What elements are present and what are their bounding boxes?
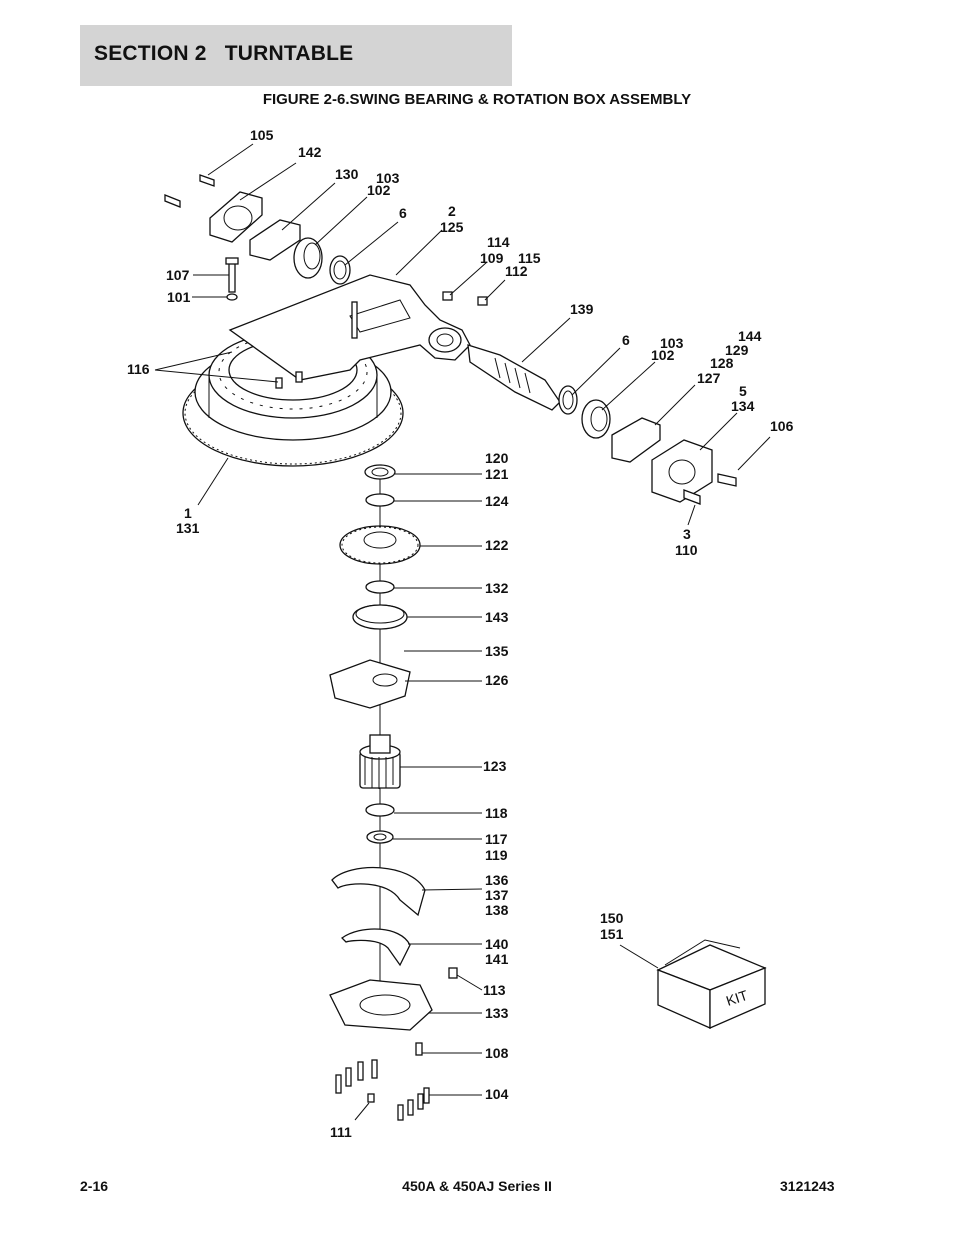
- callout-111: 111: [330, 1124, 352, 1140]
- callout-116: 116: [127, 361, 150, 377]
- callout-102: 102: [367, 182, 391, 198]
- plug-111: [367, 1093, 375, 1103]
- worm-shaft-139: [467, 344, 561, 411]
- shims-136: [331, 866, 426, 917]
- washer-118: [365, 803, 395, 817]
- plate-126: [329, 659, 411, 709]
- kit-label: KIT: [724, 987, 750, 1009]
- callout-103-right: 103: [660, 335, 684, 351]
- callout-150-151: 150 151: [600, 910, 627, 942]
- gasket-130: [249, 219, 301, 261]
- callout-109: 109: [480, 250, 504, 266]
- callout-106: 106: [770, 418, 794, 434]
- seal-6-top: [329, 255, 351, 285]
- bolts-lower: [335, 1059, 378, 1094]
- callout-labels: 105 142 130 103 102 6 2 125 114 109 115 …: [127, 127, 794, 1140]
- callout-139: 139: [570, 301, 594, 317]
- callout-104: 104: [485, 1086, 509, 1102]
- callout-105: 105: [250, 127, 274, 143]
- leader-lines: [154, 143, 771, 1121]
- callout-6-right: 6: [622, 332, 630, 348]
- footer-doc-number: 3121243: [780, 1178, 835, 1194]
- callout-118: 118: [485, 805, 508, 821]
- housing-133: [329, 979, 433, 1031]
- callout-101: 101: [167, 289, 191, 305]
- callout-136-137-138: 136 137 138: [485, 872, 512, 918]
- callout-117-119: 117 119: [485, 831, 511, 863]
- callout-133: 133: [485, 1005, 509, 1021]
- bearing-117: [366, 830, 394, 844]
- callout-123: 123: [483, 758, 507, 774]
- callout-135: 135: [485, 643, 509, 659]
- callout-115: 115: [518, 250, 541, 266]
- washer-124: [365, 493, 395, 507]
- callout-142: 142: [298, 144, 322, 160]
- ring-132: [365, 580, 395, 594]
- callout-2-125: 2 125: [440, 203, 464, 235]
- callout-113: 113: [483, 982, 506, 998]
- bolts-106: [683, 473, 737, 505]
- fittings-114-115: [442, 291, 488, 306]
- callout-108: 108: [485, 1045, 509, 1061]
- callout-126: 126: [485, 672, 509, 688]
- top-bolts-105: [164, 174, 215, 208]
- ring-143: [352, 604, 408, 630]
- section-header-band: SECTION 2 TURNTABLE: [80, 25, 512, 86]
- footer-model: 450A & 450AJ Series II: [402, 1178, 552, 1194]
- gasket-127: [611, 417, 661, 463]
- callout-5-134: 5 134: [731, 383, 755, 414]
- callout-114: 114: [487, 234, 510, 250]
- bolts-104: [397, 1087, 430, 1121]
- callout-129: 129: [725, 342, 749, 358]
- figure-title: FIGURE 2-6.SWING BEARING & ROTATION BOX …: [262, 91, 692, 108]
- bolt-107: [225, 257, 239, 301]
- bolt-116-pair: [275, 301, 358, 389]
- callout-144: 144: [738, 328, 762, 344]
- gear-122: [339, 525, 421, 565]
- bearing-102-103: [293, 237, 323, 279]
- callout-120-121: 120 121: [485, 450, 512, 482]
- bolts-113-108: [415, 967, 458, 1056]
- callout-103: 103: [376, 170, 400, 186]
- callout-128: 128: [710, 355, 734, 371]
- kit-box: KIT: [656, 939, 767, 1029]
- section-title: SECTION 2 TURNTABLE: [94, 42, 354, 65]
- callout-132: 132: [485, 580, 509, 596]
- callout-130: 130: [335, 166, 359, 182]
- pinion-123: [359, 734, 401, 789]
- callout-6: 6: [399, 205, 407, 221]
- bearing-102-103-right: [581, 399, 611, 439]
- callout-143: 143: [485, 609, 509, 625]
- seal-6-right: [558, 385, 578, 415]
- callout-1-131: 1 131: [176, 505, 200, 536]
- end-cap-5: [651, 439, 713, 503]
- bearing-120: [364, 464, 396, 480]
- shims-140: [341, 928, 411, 967]
- callout-122: 122: [485, 537, 509, 553]
- callout-3-110: 3 110: [675, 526, 698, 558]
- callout-127: 127: [697, 370, 721, 386]
- callout-140-141: 140 141: [485, 936, 512, 967]
- footer-page-number: 2-16: [80, 1178, 109, 1194]
- callout-107: 107: [166, 267, 190, 283]
- callout-102-right: 102: [651, 347, 675, 363]
- flange-142: [209, 191, 263, 243]
- callout-124: 124: [485, 493, 509, 509]
- callout-112: 112: [505, 263, 528, 279]
